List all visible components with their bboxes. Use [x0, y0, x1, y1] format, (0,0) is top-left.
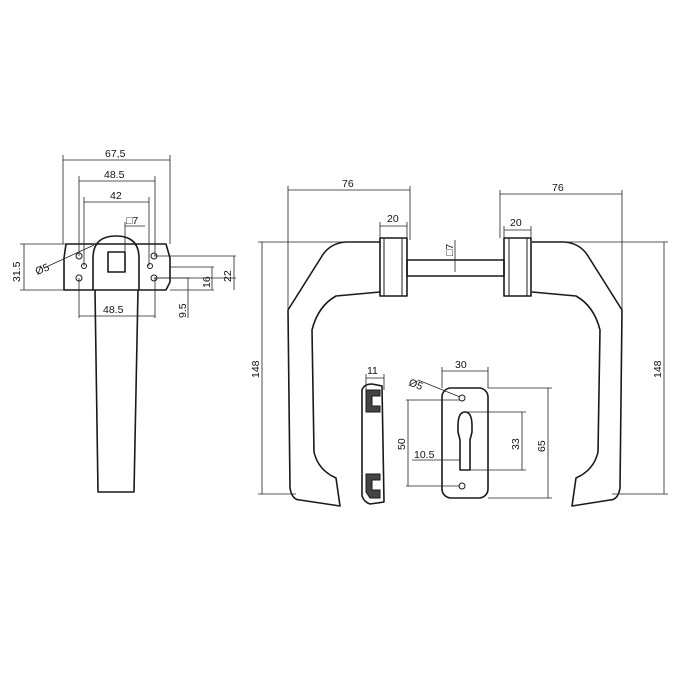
dim-31-5: 31.5 — [11, 261, 23, 282]
dim-76-left: 76 — [342, 178, 354, 190]
escutcheon-front-view: 30 Ø5 50 10.5 33 65 — [396, 359, 552, 499]
dim-spindle-square: □7 — [444, 244, 456, 256]
dim-65: 65 — [536, 440, 548, 452]
dim-16: 16 — [201, 276, 213, 288]
dim-10-5: 10.5 — [414, 449, 435, 461]
door-handle-pair-view: 76 76 20 20 □7 148 148 — [250, 178, 668, 507]
dim-148-left: 148 — [250, 360, 262, 378]
dim-67-5: 67,5 — [105, 148, 126, 160]
dim-hole-diameter-escutcheon: Ø5 — [407, 377, 425, 393]
spindle-bar — [406, 259, 505, 277]
dim-22: 22 — [222, 270, 234, 282]
handle-neck-outline — [92, 235, 140, 290]
dim-50: 50 — [396, 438, 408, 450]
dim-20-right: 20 — [510, 217, 522, 229]
escutcheon-hole-top — [458, 394, 466, 402]
dim-11: 11 — [367, 365, 378, 377]
escutcheon-side-profile — [361, 383, 385, 505]
dim-9-5: 9.5 — [177, 303, 189, 318]
dim-33: 33 — [510, 438, 522, 450]
dim-hole-diameter-left: Ø5 — [34, 261, 52, 277]
square-spindle — [107, 251, 126, 273]
cylinder-cutout — [457, 411, 473, 471]
dim-48-5-top: 48.5 — [104, 169, 125, 181]
escutcheon-plate — [441, 387, 489, 499]
dim-48-5-bottom: 48.5 — [103, 304, 124, 316]
escutcheon-side-hatch — [365, 389, 381, 413]
dim-76-right: 76 — [552, 182, 564, 194]
dim-20-left: 20 — [387, 213, 399, 225]
escutcheon-side-view: 11 — [361, 365, 385, 505]
dim-148-right: 148 — [652, 360, 664, 378]
dim-30: 30 — [455, 359, 467, 371]
lever-outline — [94, 289, 139, 493]
dim-square-7-top: □7 — [126, 215, 138, 227]
plate-hole-mr — [147, 263, 153, 269]
right-lever-outline — [531, 241, 623, 507]
left-lever-outline — [287, 241, 381, 507]
window-handle-view: 67,5 48.5 42 □7 31.5 Ø5 16 22 — [11, 148, 236, 493]
dim-42: 42 — [110, 190, 122, 202]
escutcheon-side-hatch-bottom — [365, 473, 381, 499]
handle-base-plate — [63, 243, 171, 291]
